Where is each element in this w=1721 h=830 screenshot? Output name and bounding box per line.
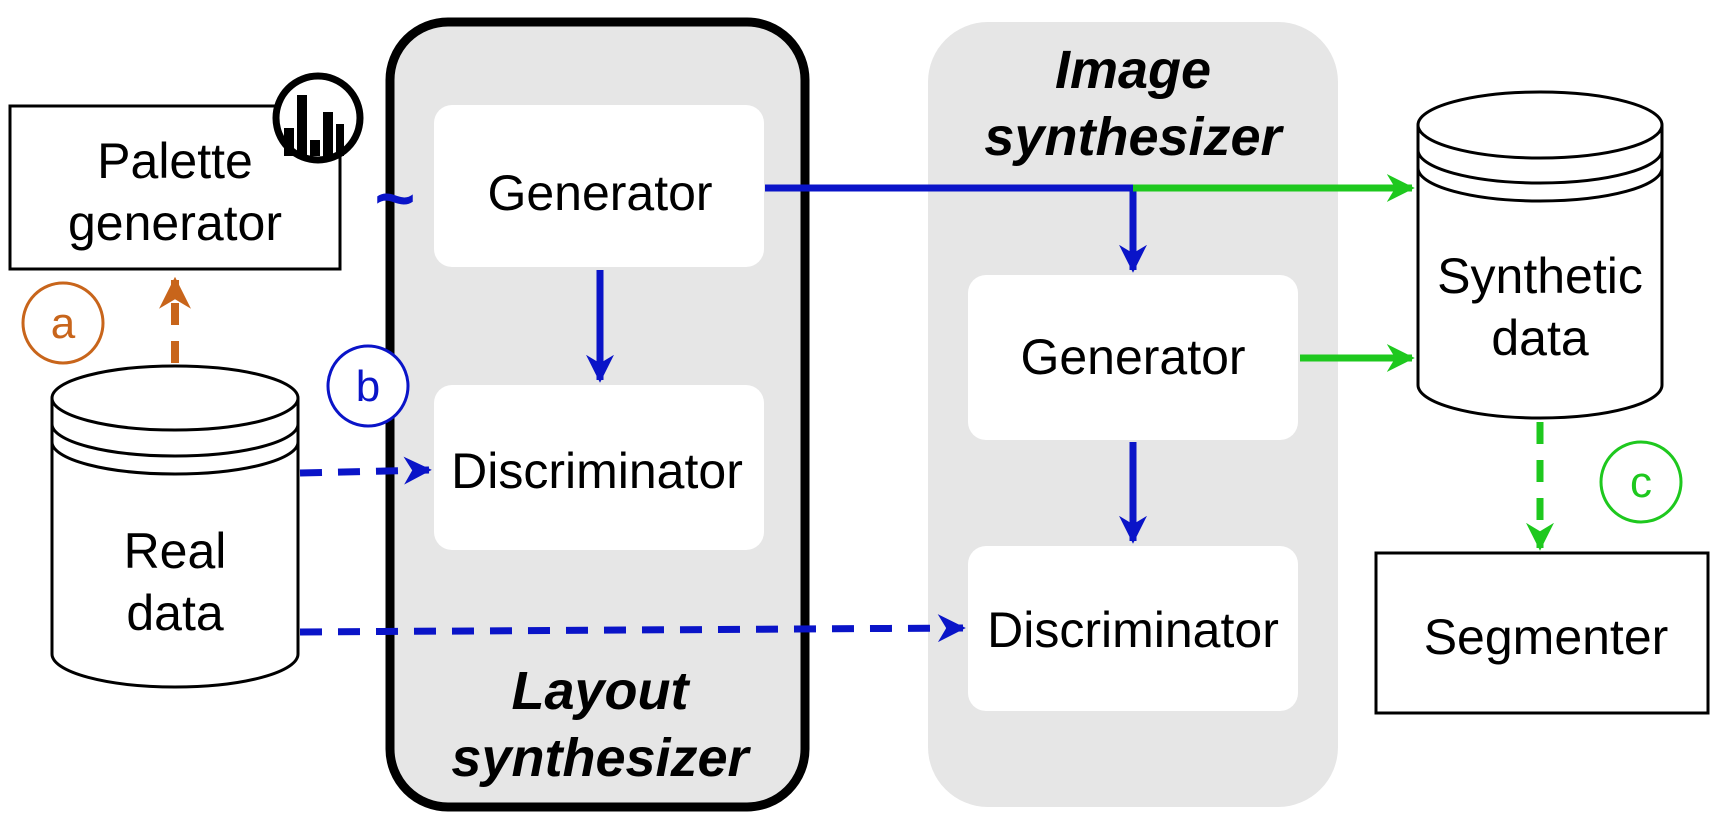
- image-discriminator-label: Discriminator: [987, 602, 1279, 658]
- layout-synthesizer-panel: Generator Discriminator Layout synthesiz…: [385, 17, 810, 812]
- marker-c: c: [1599, 440, 1683, 524]
- image-synthesizer-panel: Image synthesizer Generator Discriminato…: [928, 22, 1338, 807]
- real-data-line2: data: [126, 585, 224, 641]
- tilde-symbol: ~: [375, 159, 416, 237]
- real-data-line1: Real: [124, 523, 227, 579]
- arrow-real-to-image-discriminator: [299, 614, 966, 643]
- image-synthesizer-title-line1: Image: [1055, 40, 1211, 100]
- palette-generator-line1: Palette: [97, 133, 253, 189]
- layout-discriminator-label: Discriminator: [451, 443, 743, 499]
- layout-synthesizer-title-line1: Layout: [511, 661, 690, 721]
- image-discriminator-box: [968, 546, 1298, 711]
- palette-generator-line2: generator: [68, 195, 282, 251]
- image-synthesizer-title-line2: synthesizer: [984, 107, 1284, 167]
- marker-c-label: c: [1630, 458, 1652, 507]
- marker-b-label: b: [356, 362, 380, 411]
- layout-generator-label: Generator: [487, 165, 712, 221]
- marker-a: a: [21, 281, 105, 365]
- synthetic-data-line1: Synthetic: [1437, 248, 1643, 304]
- layout-discriminator-box: [434, 385, 764, 550]
- synthetic-data-cylinder: Synthetic data: [1416, 90, 1664, 420]
- marker-b: b: [326, 344, 410, 428]
- histogram-icon: [272, 72, 364, 164]
- image-generator-label: Generator: [1020, 329, 1245, 385]
- real-data-cylinder: Real data: [50, 364, 300, 689]
- layout-synthesizer-title-line2: synthesizer: [451, 728, 751, 788]
- marker-a-label: a: [51, 299, 76, 348]
- layout-generator-box: [434, 105, 764, 267]
- synthetic-data-line2: data: [1491, 310, 1589, 366]
- segmenter-label: Segmenter: [1424, 609, 1669, 665]
- segmenter: Segmenter: [1374, 551, 1710, 715]
- arrow-real-to-layout-discriminator: [299, 456, 432, 485]
- image-generator-box: [968, 275, 1298, 440]
